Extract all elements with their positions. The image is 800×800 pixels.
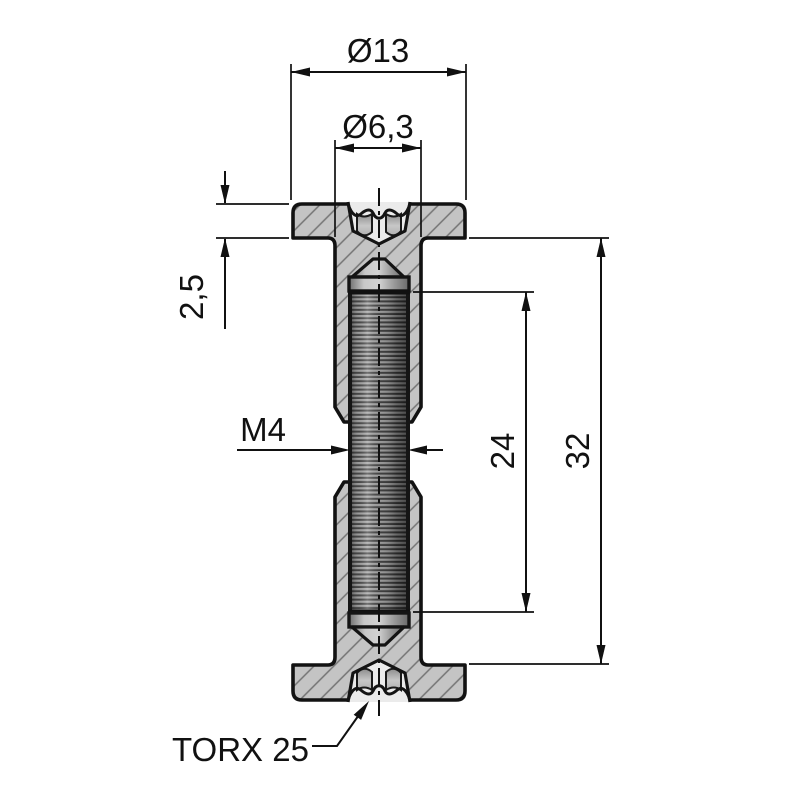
leader-line — [312, 711, 362, 747]
arrowhead — [220, 238, 230, 257]
dimension-thread: M4 — [237, 411, 443, 455]
dim-label-head-diameter: Ø13 — [347, 32, 409, 69]
dimension-head-diameter: Ø13 — [290, 32, 467, 200]
part-cross-section — [291, 188, 467, 716]
sleeve-top-outline — [291, 202, 467, 424]
arrowhead — [596, 645, 606, 664]
arrowhead — [353, 701, 369, 720]
arrowhead — [596, 238, 606, 257]
callout-drive-type: TORX 25 — [172, 701, 369, 768]
torx-top-lobe-right — [385, 212, 402, 237]
dim-label-thread-length: 24 — [484, 433, 521, 470]
dim-label-drive-type: TORX 25 — [172, 731, 309, 768]
arrowhead — [291, 67, 310, 77]
arrowhead — [331, 445, 350, 455]
torx-top-profile — [346, 202, 412, 220]
arrowhead — [521, 292, 531, 311]
dimension-head-thickness: 2,5 — [173, 171, 289, 329]
torx-top-lobe-left — [356, 212, 373, 237]
sleeve-bottom-outline — [291, 480, 467, 702]
arrowhead — [408, 445, 427, 455]
dimension-thread-length: 24 — [413, 291, 534, 613]
arrowhead — [447, 67, 466, 77]
arrowhead — [402, 143, 421, 153]
dim-label-overall-length: 32 — [559, 433, 596, 470]
torx-bottom-lobe-left — [356, 667, 373, 692]
arrowhead — [220, 185, 230, 204]
dim-label-inner-diameter: Ø6,3 — [342, 108, 414, 145]
arrowhead — [335, 143, 354, 153]
dim-label-thread: M4 — [240, 411, 286, 448]
torx-bottom-lobe-right — [385, 667, 402, 692]
arrowhead — [521, 593, 531, 612]
dim-label-head-thickness: 2,5 — [173, 274, 210, 320]
dimension-inner-diameter: Ø6,3 — [334, 108, 422, 237]
dimension-overall-length: 32 — [469, 237, 609, 665]
